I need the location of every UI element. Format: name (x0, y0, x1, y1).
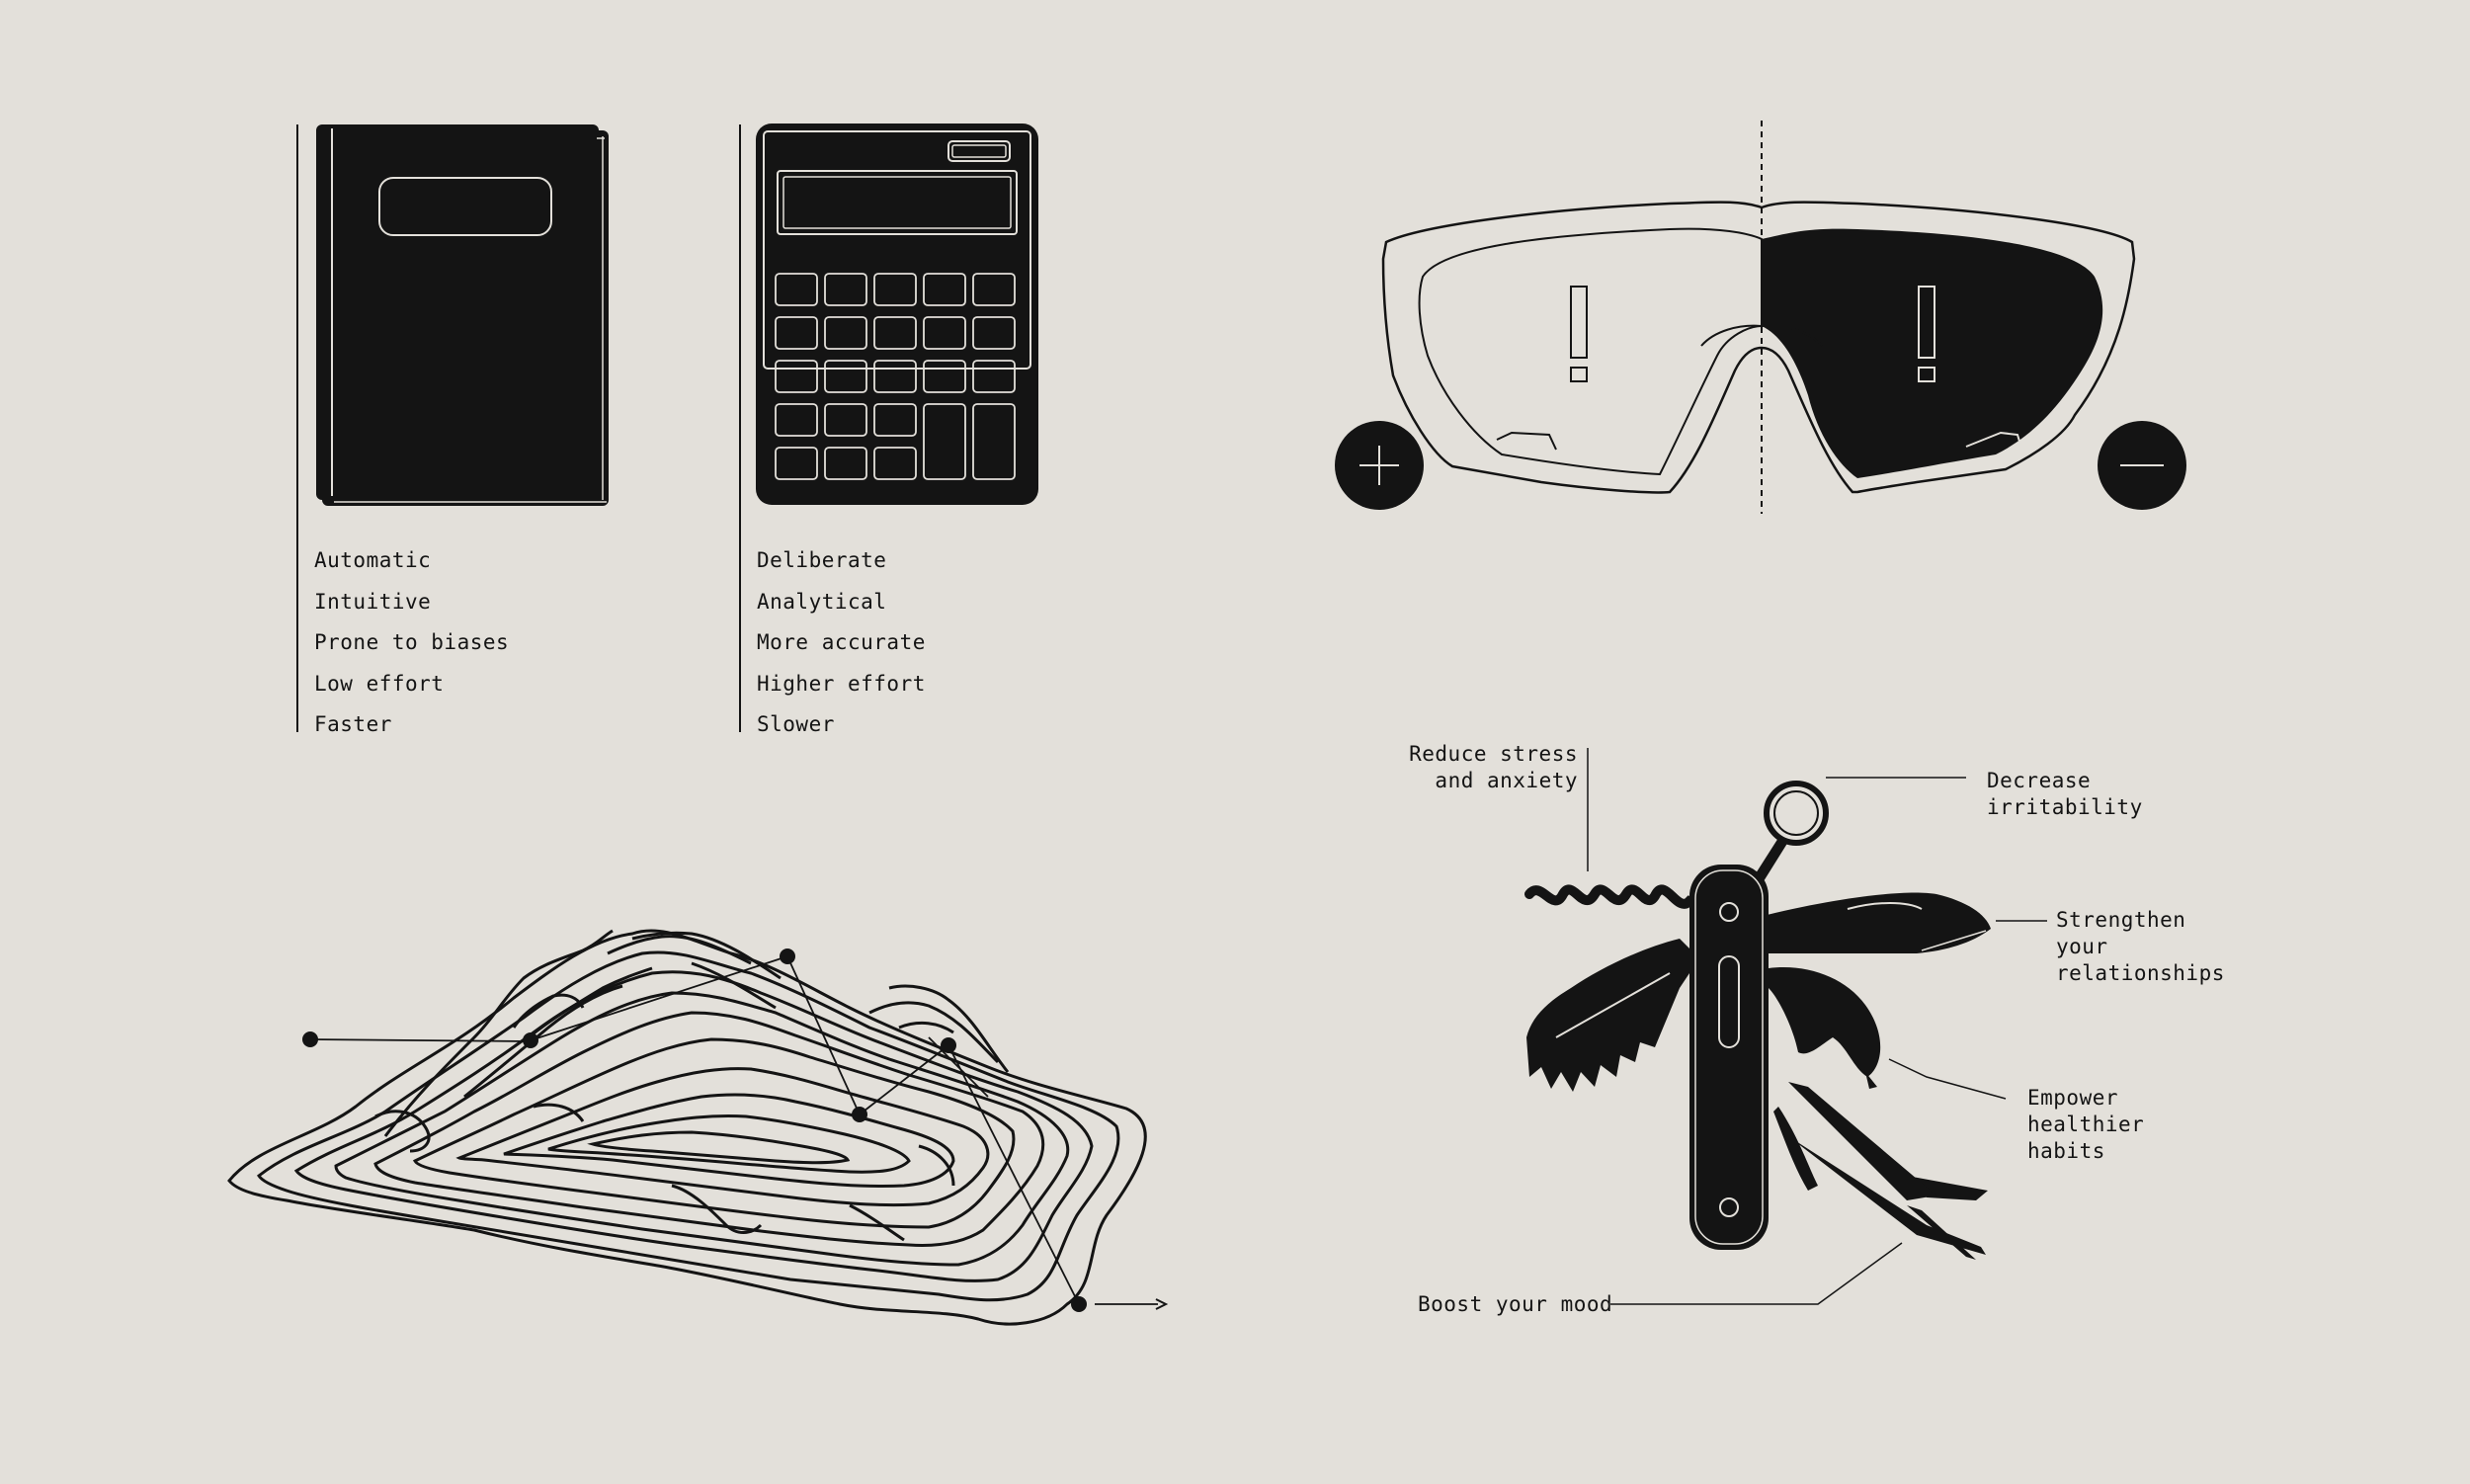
trait-item: Prone to biases (314, 630, 510, 654)
trait-item: Intuitive (314, 589, 432, 614)
trait-item: Faster (314, 712, 392, 736)
system-one-traits: Automatic Intuitive Prone to biases Low … (314, 540, 509, 746)
label-boost-mood: Boost your mood (1418, 1292, 1613, 1316)
trait-item: Higher effort (757, 671, 926, 696)
trait-item: Deliberate (757, 548, 887, 572)
label-reduce-stress: Reduce stress and anxiety (1409, 742, 1578, 792)
trait-item: More accurate (757, 630, 926, 654)
label-decrease-irritability: Decrease irritability (1987, 769, 2143, 819)
label-strengthen-relationships: Strengthen your relationships (2056, 908, 2225, 985)
system-one-divider (296, 124, 298, 732)
system-two-traits: Deliberate Analytical More accurate High… (757, 540, 926, 746)
trait-item: Slower (757, 712, 835, 736)
label-empower-habits: Empower healthier habits (2027, 1086, 2145, 1163)
trait-item: Analytical (757, 589, 887, 614)
system-two-divider (739, 124, 741, 732)
trait-item: Automatic (314, 548, 432, 572)
trait-item: Low effort (314, 671, 445, 696)
